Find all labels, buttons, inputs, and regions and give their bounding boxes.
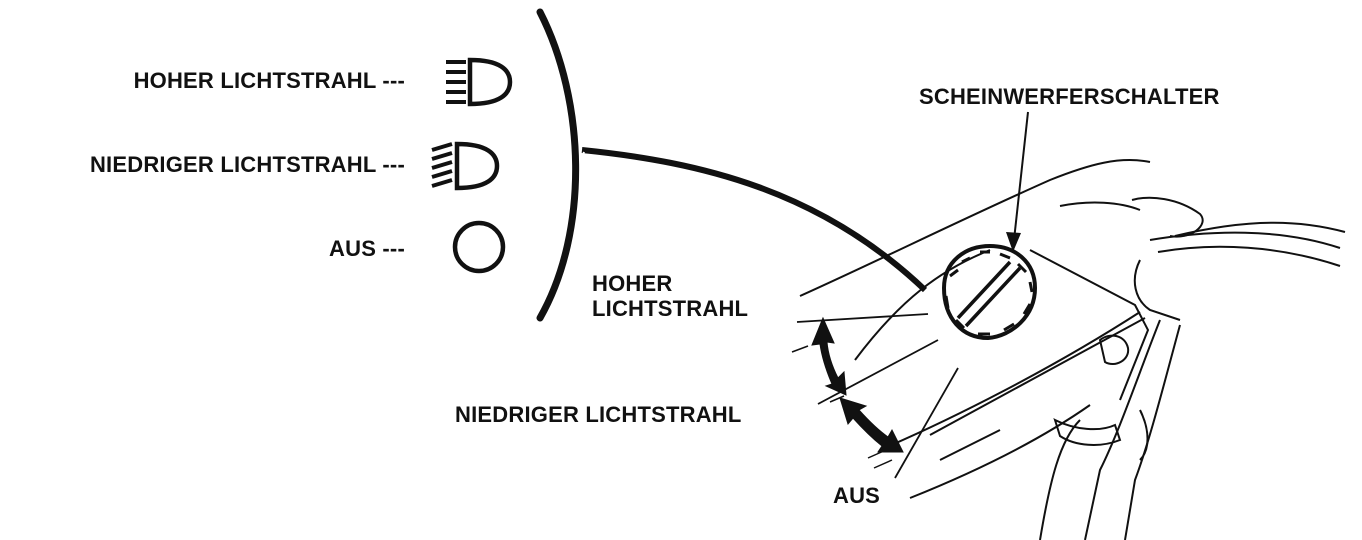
low-beam-icon [431, 141, 500, 191]
lights-off-icon [452, 220, 506, 274]
low-off-double-arrow [839, 397, 904, 453]
legend-low-beam-label: NIEDRIGER LICHTSTRAHL --- [89, 152, 405, 177]
legend-high-beam-label: HOHER LICHTSTRAHL --- [133, 68, 405, 93]
headlight-switch-knob [941, 243, 1038, 341]
high-beam-icon [446, 57, 513, 107]
legend-bracket [536, 8, 580, 322]
position-high-beam-line2: LICHTSTRAHL [592, 295, 749, 321]
position-off-label: AUS [833, 483, 881, 508]
position-low-beam-label: NIEDRIGER LICHTSTRAHL [455, 402, 742, 427]
legend-off-label: AUS --- [329, 236, 405, 261]
pos-high-leader [796, 313, 929, 323]
headlight-switch-label: SCHEINWERFERSCHALTER [919, 84, 1220, 109]
switch-pointer-line [1013, 111, 1029, 241]
high-low-double-arrow [811, 316, 847, 396]
handlebar-housing [799, 159, 1346, 540]
switch-pointer-arrowhead [1006, 232, 1021, 252]
position-high-beam-label: HOHER LICHTSTRAHL [592, 271, 749, 321]
pos-off-leader [894, 367, 959, 479]
pos-low-leader [817, 339, 939, 405]
position-high-beam-line1: HOHER [592, 271, 673, 296]
leader-line [581, 147, 928, 293]
